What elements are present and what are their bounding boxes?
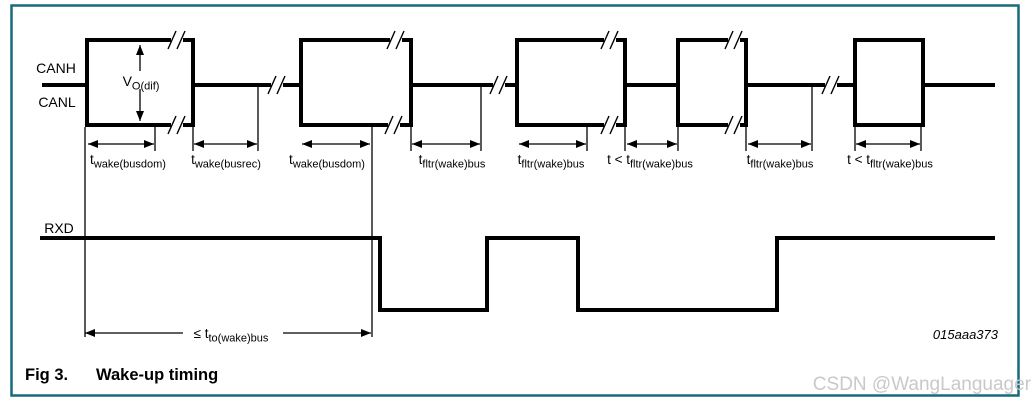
timing-label-5: tfltr(wake)bus xyxy=(518,152,585,171)
can-bus-waveform xyxy=(42,38,995,127)
figure-border xyxy=(10,4,1020,397)
wake-timeout-reference-lines xyxy=(84,127,373,337)
timing-label-prefix: t < t xyxy=(847,152,870,167)
watermark-text: CSDN @WangLanguager xyxy=(813,374,1032,395)
timing-label-sub: fltr(wake)bus xyxy=(521,159,584,171)
timing-labels: twake(busdom) twake(busrec) twake(busdom… xyxy=(90,152,933,171)
timing-label-3: twake(busdom) xyxy=(289,152,365,171)
vodif-arrow-group: VO(dif) xyxy=(116,45,168,121)
timing-label-1: twake(busdom) xyxy=(90,152,166,171)
canh-label: CANH xyxy=(36,60,76,76)
timing-label-8: t < tfltr(wake)bus xyxy=(847,152,933,171)
timing-label-sub: wake(busdom) xyxy=(292,159,365,171)
timing-label-2: twake(busrec) xyxy=(191,152,261,171)
rxd-waveform xyxy=(40,236,995,312)
vodif-main: V xyxy=(123,73,133,89)
timing-label-sub: fltr(wake)bus xyxy=(870,159,933,171)
timeout-label-prefix: ≤ t xyxy=(194,326,209,341)
figure-reference-code: 015aaa373 xyxy=(933,327,999,342)
timing-label-sub: wake(busrec) xyxy=(194,159,261,171)
timing-label-prefix: t xyxy=(289,152,293,167)
dimension-stub-lines xyxy=(154,87,922,151)
timeout-label: ≤ tto(wake)bus xyxy=(194,326,269,345)
rxd-label: RXD xyxy=(44,220,74,236)
timing-label-prefix: t xyxy=(419,152,423,167)
timing-label-prefix: t xyxy=(90,152,94,167)
timing-label-6: t < tfltr(wake)bus xyxy=(607,152,693,171)
timing-label-prefix: t xyxy=(191,152,195,167)
can-dominant-pulse-4 xyxy=(676,38,748,127)
can-dominant-pulse-1 xyxy=(85,38,195,127)
figure-caption-title: Wake-up timing xyxy=(96,366,218,384)
vodif-sub: O(dif) xyxy=(132,81,160,93)
timing-label-prefix: t < t xyxy=(607,152,630,167)
vodif-label-bg xyxy=(116,71,168,89)
timeout-arrow-group: ≤ tto(wake)bus xyxy=(85,326,371,345)
can-dominant-pulse-5 xyxy=(853,38,925,127)
can-dominant-pulse-2 xyxy=(299,38,413,127)
timing-label-sub: fltr(wake)bus xyxy=(750,159,813,171)
canl-label: CANL xyxy=(38,94,76,110)
timing-label-prefix: t xyxy=(747,152,751,167)
vodif-label: VO(dif) xyxy=(123,73,160,93)
timing-label-prefix: t xyxy=(518,152,522,167)
timeout-label-sub: to(wake)bus xyxy=(209,333,269,345)
timing-label-sub: wake(busdom) xyxy=(93,159,166,171)
break-marks xyxy=(167,30,840,135)
timing-label-7: tfltr(wake)bus xyxy=(747,152,814,171)
timing-label-sub: fltr(wake)bus xyxy=(630,159,693,171)
figure-caption-number: Fig 3. xyxy=(25,366,68,384)
reference-lines xyxy=(84,87,922,337)
timing-label-4: tfltr(wake)bus xyxy=(419,152,486,171)
timing-label-sub: fltr(wake)bus xyxy=(422,159,485,171)
can-dominant-pulse-3 xyxy=(515,38,627,127)
